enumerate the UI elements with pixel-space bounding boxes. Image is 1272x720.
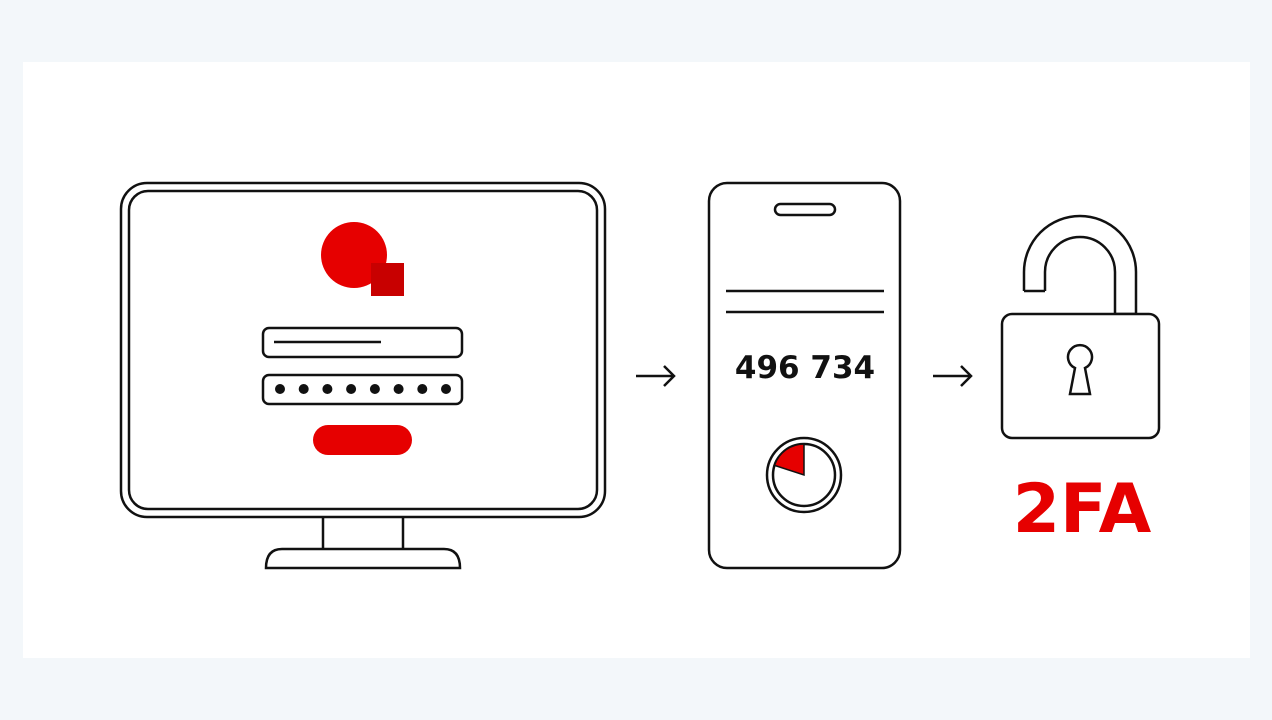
arrow-right-icon (636, 365, 676, 387)
two-factor-label: 2FA (1013, 470, 1152, 549)
password-mask-dots (275, 384, 451, 394)
password-mask-dot (393, 384, 404, 394)
monitor-icon (119, 181, 607, 570)
password-field[interactable] (261, 373, 464, 406)
password-mask-dot (298, 384, 309, 394)
padlock-body (1000, 312, 1161, 440)
arrow-right-icon (933, 365, 973, 387)
monitor-screen (127, 189, 599, 511)
brand-logo-icon (321, 222, 404, 296)
password-mask-dot (369, 384, 380, 394)
login-button[interactable] (313, 425, 412, 455)
keyhole-icon (1066, 343, 1094, 396)
phone-speaker (773, 202, 837, 217)
password-mask-dot (275, 384, 285, 394)
password-mask-dot (346, 384, 357, 394)
login-form (261, 326, 464, 455)
countdown-timer-icon (765, 436, 843, 514)
verification-code: 496 734 (735, 350, 875, 386)
monitor-stand (264, 517, 462, 570)
padlock-shackle (1022, 214, 1138, 316)
username-field[interactable] (261, 326, 464, 359)
unlocked-padlock-icon (1000, 214, 1161, 440)
phone-body (707, 181, 902, 570)
smartphone-icon (707, 181, 902, 570)
monitor-outer-frame (119, 181, 607, 519)
password-mask-dot (322, 384, 333, 394)
timer-elapsed-wedge (773, 443, 805, 477)
password-mask-dot (417, 384, 428, 394)
password-mask-dot (441, 384, 451, 394)
